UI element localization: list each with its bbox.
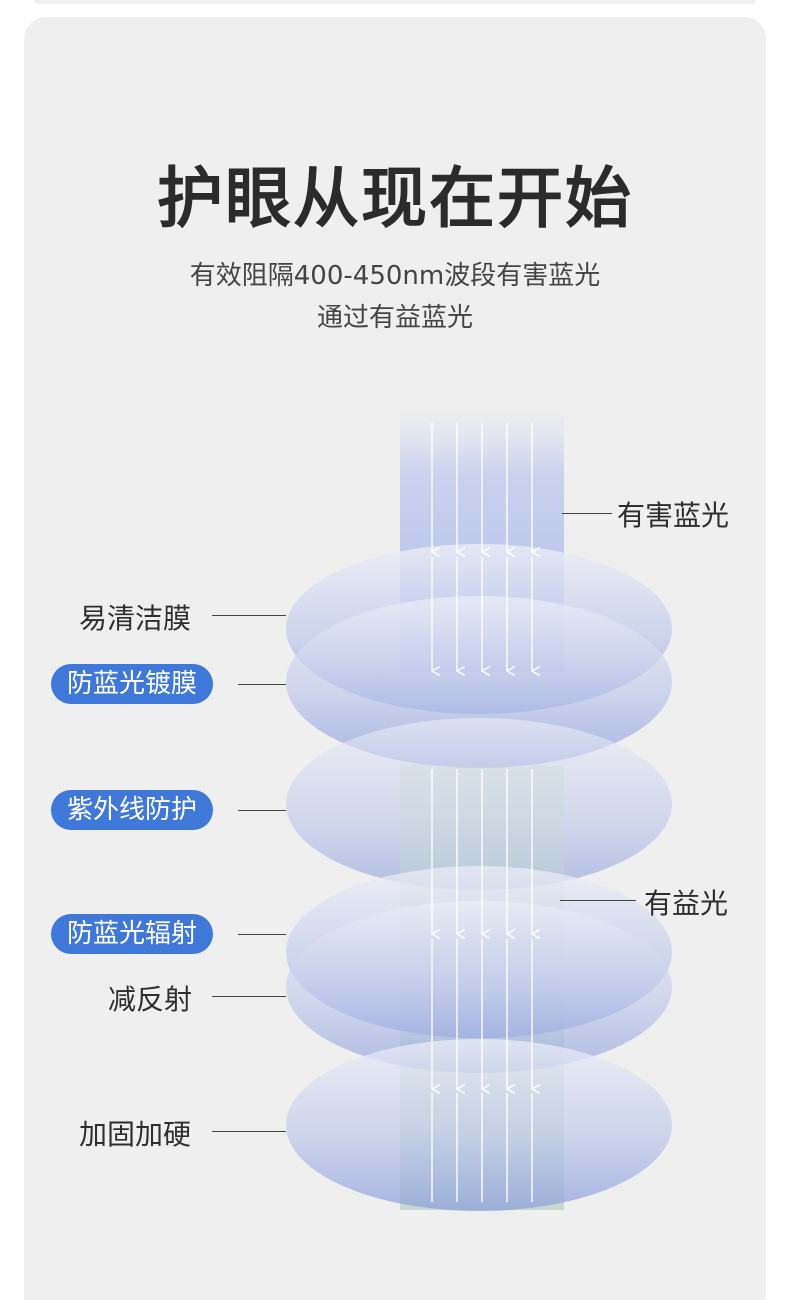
anti-reflect-label: 减反射: [108, 983, 193, 1016]
beneficial-light-leader: [560, 900, 636, 901]
beneficial-arrows: [432, 769, 532, 1202]
easy-clean-leader: [212, 615, 286, 616]
harmful-light-leader: [562, 513, 612, 514]
subtitle-line-1: 有效阻隔400-450nm波段有害蓝光: [189, 261, 601, 291]
lens-layer-diagram: [286, 410, 672, 1211]
hardening-label: 加固加硬: [79, 1118, 192, 1151]
beneficial-light-label: 有益光: [644, 887, 729, 920]
lens-disc-6: [286, 1039, 672, 1211]
anti-blue-radiation-leader: [238, 934, 286, 935]
hardening-leader: [212, 1131, 286, 1132]
uv-protect-badge: 紫外线防护: [51, 790, 214, 830]
top-strip: [34, 0, 756, 4]
blue-coating-badge: 防蓝光镀膜: [51, 664, 214, 704]
uv-protect-leader: [238, 810, 286, 811]
page-title: 护眼从现在开始: [157, 160, 633, 237]
harmful-arrows: [432, 423, 532, 671]
lens-disc-5: [286, 901, 672, 1073]
subtitle-line-2: 通过有益蓝光: [316, 303, 473, 333]
lens-disc-2: [286, 596, 672, 768]
anti-reflect-leader: [212, 996, 286, 997]
anti-blue-radiation-badge: 防蓝光辐射: [51, 914, 214, 954]
easy-clean-label: 易清洁膜: [79, 602, 192, 635]
content-card: 护眼从现在开始 有效阻隔400-450nm波段有害蓝光 通过有益蓝光: [24, 17, 766, 1300]
blue-coating-leader: [238, 684, 286, 685]
harmful-light-label: 有害蓝光: [617, 499, 730, 532]
